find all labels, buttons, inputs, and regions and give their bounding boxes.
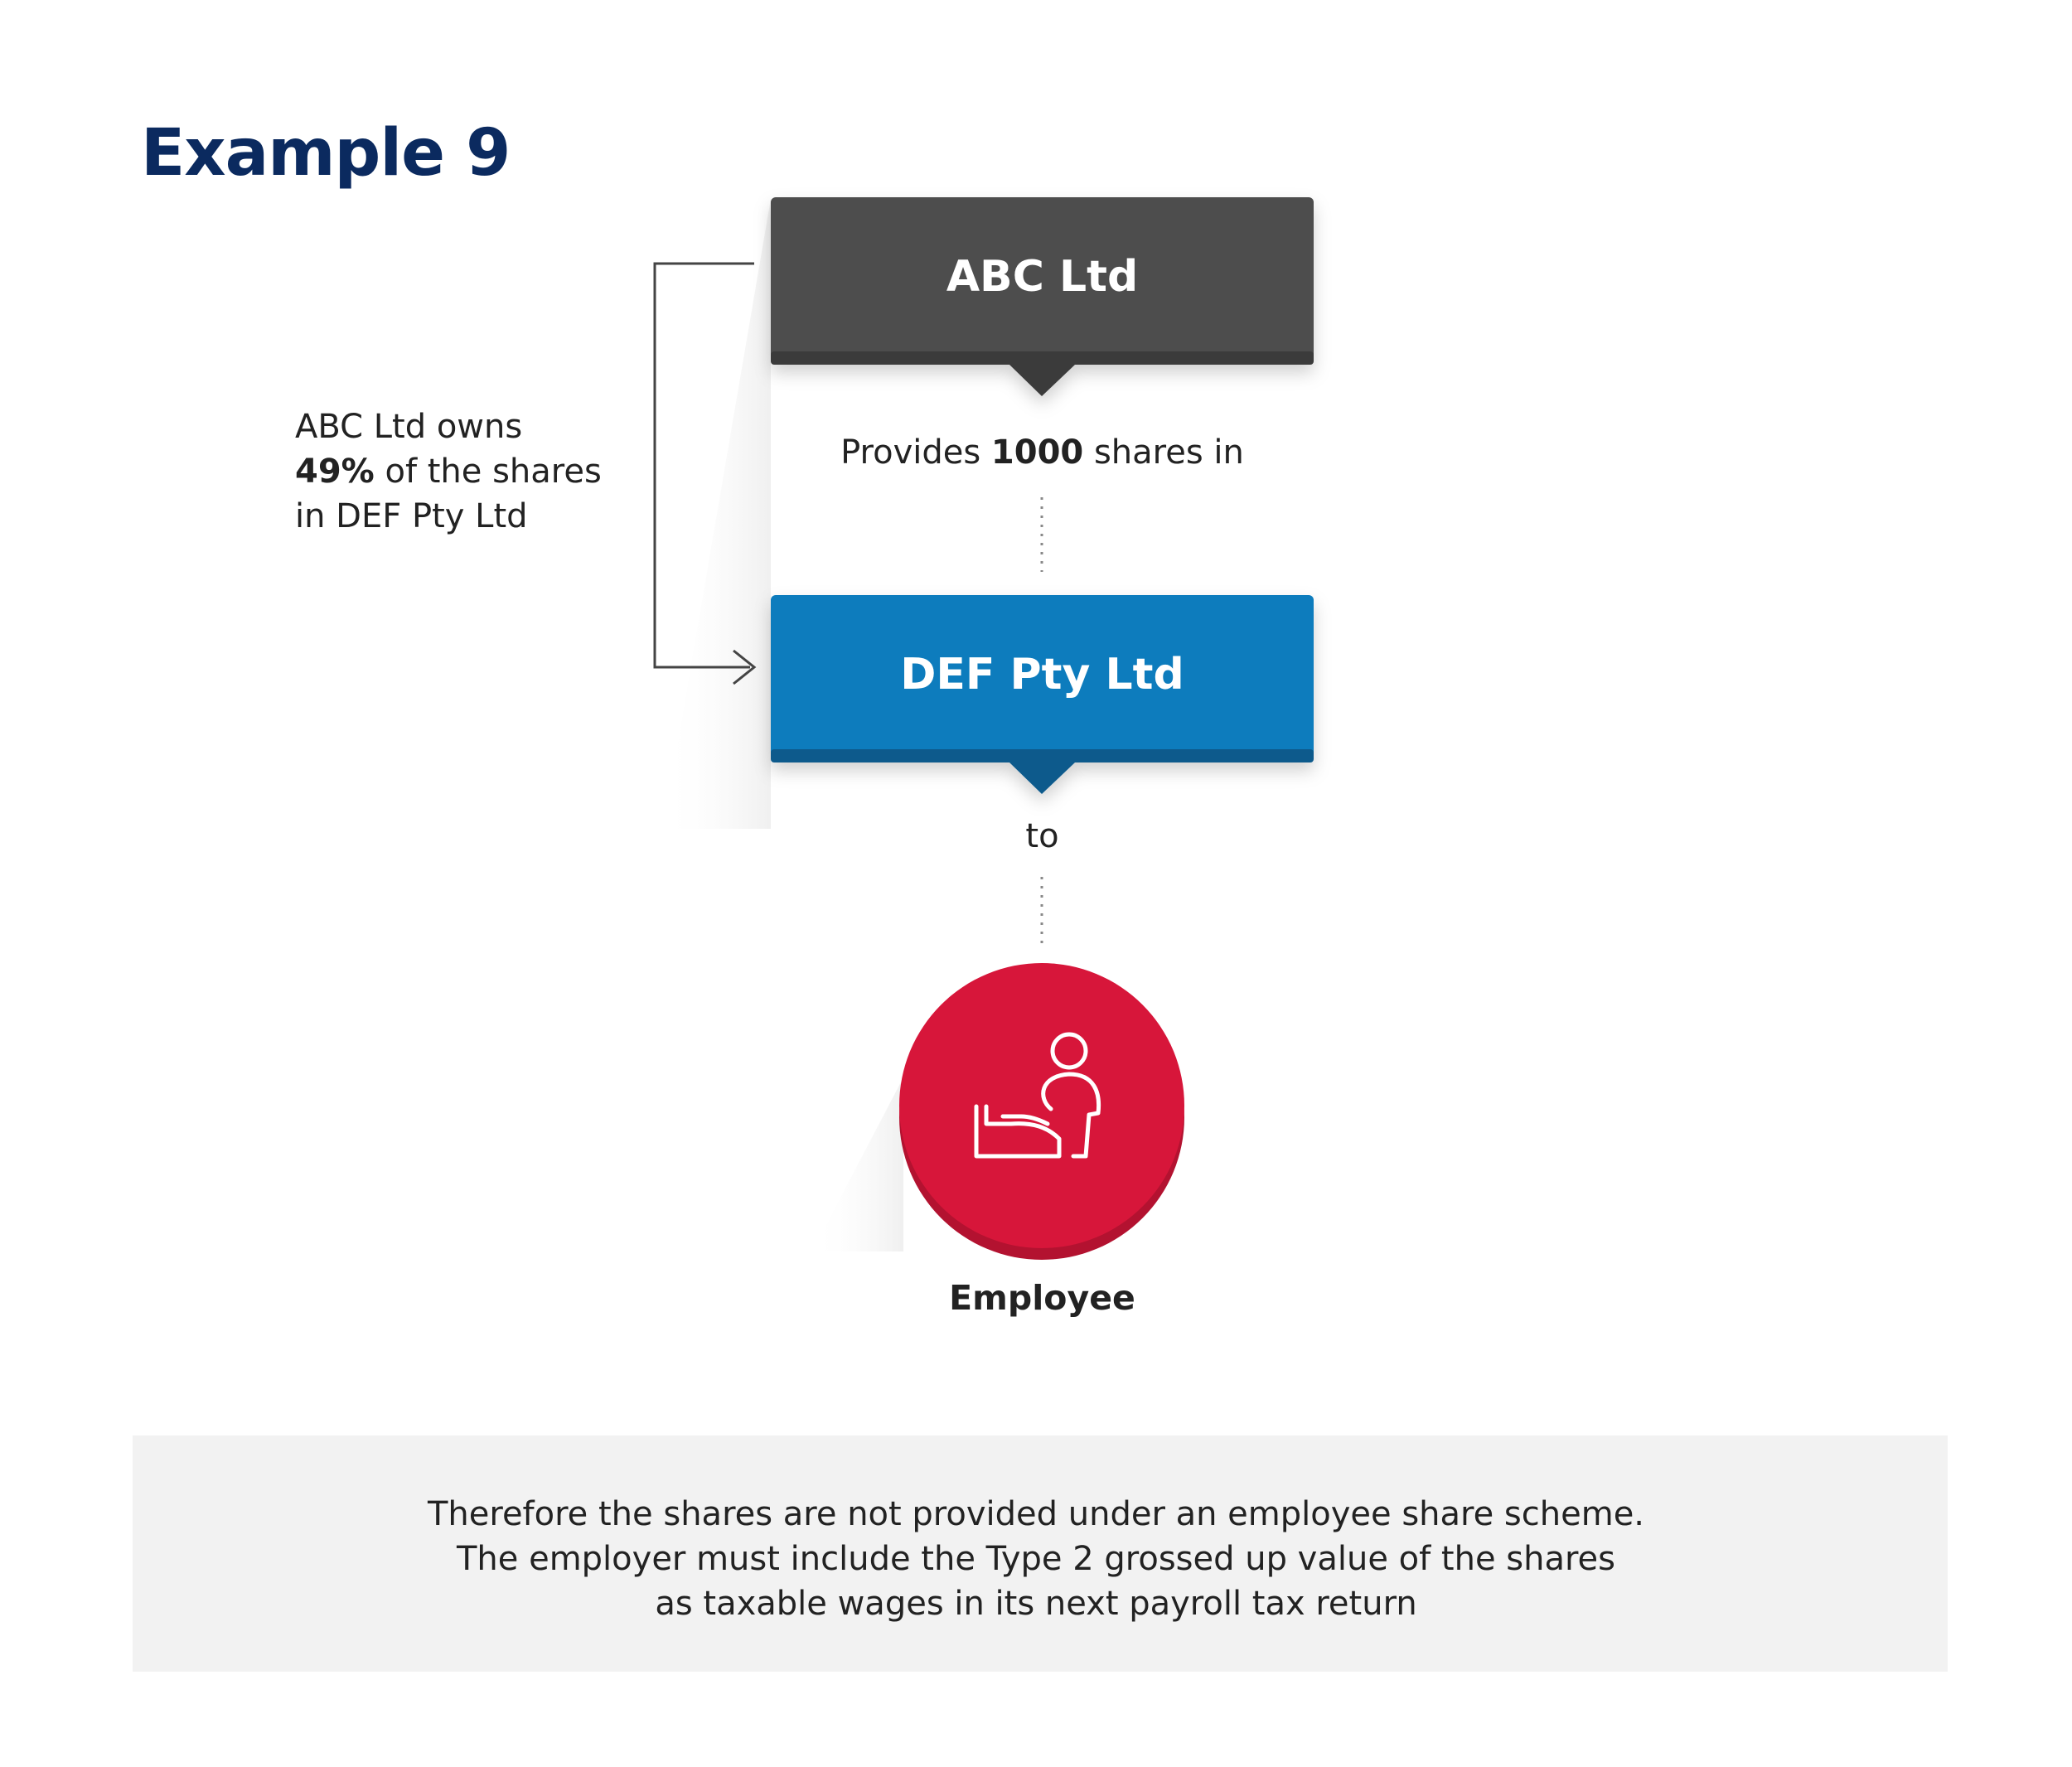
parent-entity-box: [771, 197, 1314, 396]
recipient-circle: [899, 963, 1184, 1260]
conclusion-panel: [133, 1435, 1948, 1672]
conclusion-text: Therefore the shares are not provided un…: [373, 1492, 1699, 1626]
page-title: Example 9: [141, 116, 511, 191]
ownership-note-line-3: in DEF Pty Ltd: [295, 497, 528, 535]
ownership-arrow: [653, 262, 754, 669]
conclusion-line-1: Therefore the shares are not provided un…: [427, 1495, 1645, 1533]
ownership-percentage: 49%: [295, 453, 375, 491]
ownership-arrowhead: [733, 649, 757, 685]
ownership-note-line-2: 49% of the shares: [295, 449, 668, 494]
ownership-note: ABC Ltd owns 49% of the shares in DEF Pt…: [295, 404, 668, 539]
ownership-note-line-1: ABC Ltd owns: [295, 408, 523, 446]
conclusion-line-2: The employer must include the Type 2 gro…: [456, 1540, 1615, 1578]
recipient-label: Employee: [949, 1278, 1135, 1318]
provides-shares-label: Provides 1000 shares in: [746, 433, 1339, 472]
recipient-shadow: [812, 1077, 903, 1251]
subsidiary-entity-box: [771, 595, 1314, 794]
subsidiary-entity-label: DEF Pty Ltd: [900, 650, 1184, 700]
conclusion-line-3: as taxable wages in its next payroll tax…: [655, 1585, 1417, 1623]
parent-entity-label: ABC Ltd: [946, 252, 1139, 302]
provides-suffix: shares in: [1083, 433, 1244, 472]
employee-receiving-icon: [974, 1032, 1101, 1159]
provides-prefix: Provides: [840, 433, 991, 472]
parent-box-shadow: [663, 199, 771, 829]
share-count: 1000: [990, 433, 1084, 472]
ownership-note-line-2-rest: of the shares: [374, 453, 602, 491]
to-label: to: [1025, 817, 1059, 855]
